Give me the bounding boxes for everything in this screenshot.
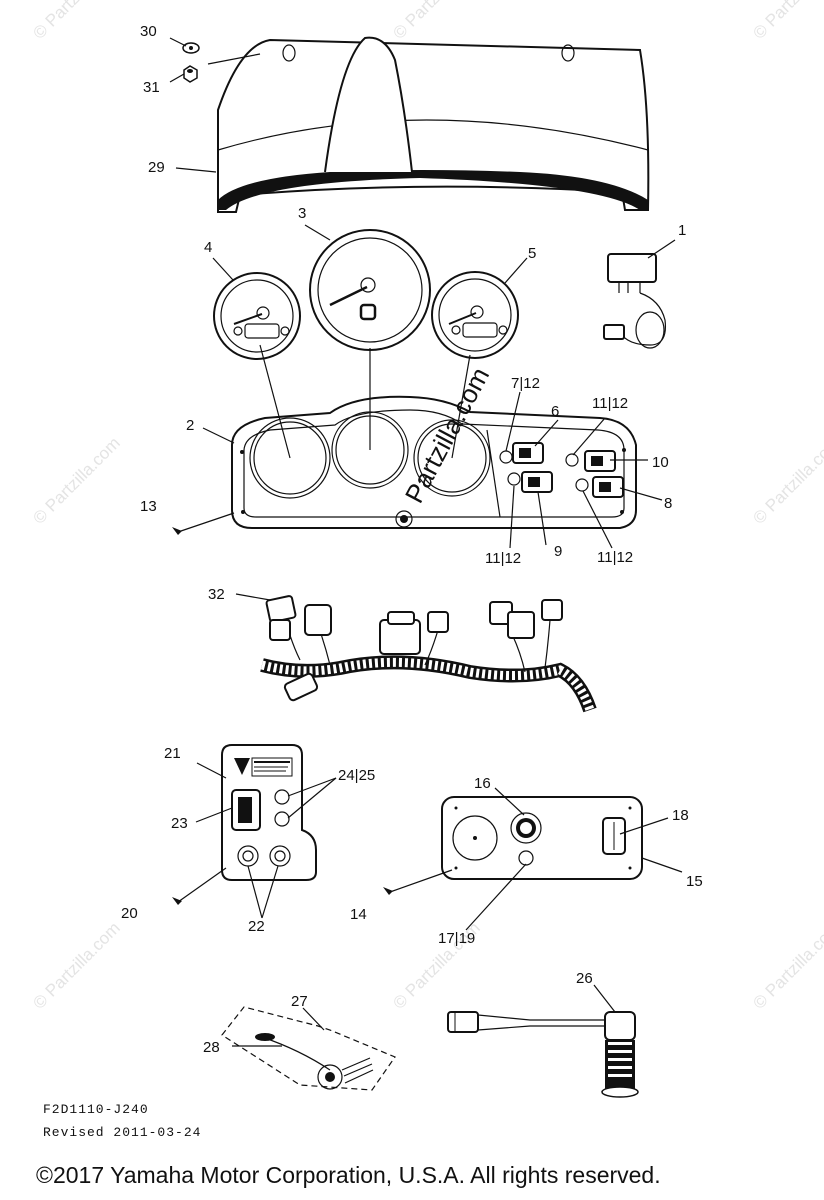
callout-14: 14 <box>350 906 367 923</box>
sensor-part-1 <box>603 253 667 349</box>
watermark: © Partzilla.com <box>389 0 483 43</box>
screw-part-14 <box>383 887 393 895</box>
callout-16: 16 <box>474 775 491 792</box>
washer-part-30 <box>182 42 200 54</box>
revision-date: Revised 2011-03-24 <box>43 1125 202 1140</box>
watermark: © Partzilla.com <box>29 0 123 43</box>
watermark: © Partzilla.com <box>29 433 123 527</box>
screw-part-20 <box>172 897 182 905</box>
callout-15: 15 <box>686 873 703 890</box>
callout-26: 26 <box>576 970 593 987</box>
callout-labels: 30 31 29 3 4 5 1 2 13 7|12 6 11|12 10 8 … <box>121 23 703 1056</box>
callout-32: 32 <box>208 586 225 603</box>
callout-11-12: 11|12 <box>592 395 628 412</box>
callout-2: 2 <box>186 417 194 434</box>
callout-21: 21 <box>164 745 181 762</box>
callout-6: 6 <box>551 403 559 420</box>
diagram-code: F2D1110-J240 <box>43 1102 149 1117</box>
watermark: © Partzilla.com <box>749 918 824 1012</box>
callout-1: 1 <box>678 222 686 239</box>
callout-5: 5 <box>528 245 536 262</box>
callout-28: 28 <box>203 1039 220 1056</box>
callout-29: 29 <box>148 159 165 176</box>
callout-7-12: 7|12 <box>511 375 540 392</box>
callout-8: 8 <box>664 495 672 512</box>
callout-22: 22 <box>248 918 265 935</box>
callout-20: 20 <box>121 905 138 922</box>
callout-9: 9 <box>554 543 562 560</box>
callout-30: 30 <box>140 23 157 40</box>
watermark: © Partzilla.com <box>749 433 824 527</box>
callout-11-12: 11|12 <box>597 549 633 566</box>
connector-part-26 <box>447 1011 639 1098</box>
callout-18: 18 <box>672 807 689 824</box>
gauge-part-4 <box>213 272 301 360</box>
callout-3: 3 <box>298 205 306 222</box>
console-cover-part-29 <box>217 36 650 213</box>
callout-10: 10 <box>652 454 669 471</box>
gauge-part-3 <box>309 229 431 351</box>
watermark: © Partzilla.com <box>29 918 123 1012</box>
wire-harness-part-32 <box>260 595 597 713</box>
switch-panel-part-21 <box>221 744 317 881</box>
callout-13: 13 <box>140 498 157 515</box>
watermark: © Partzilla.com <box>749 0 824 43</box>
callout-11-12: 11|12 <box>485 550 521 567</box>
gauge-part-5 <box>431 271 519 359</box>
callout-24-25: 24|25 <box>338 767 375 784</box>
screw-part-13 <box>172 527 182 535</box>
callout-4: 4 <box>204 239 212 256</box>
wiring-kit-part-27 <box>221 1006 396 1091</box>
copyright-notice: ©2017 Yamaha Motor Corporation, U.S.A. A… <box>36 1162 661 1188</box>
callout-17-19: 17|19 <box>438 930 475 947</box>
dash-panel-part-2 <box>231 395 637 529</box>
callout-27: 27 <box>291 993 308 1010</box>
callout-23: 23 <box>171 815 188 832</box>
callout-31: 31 <box>143 79 160 96</box>
accessory-panel-part-15 <box>441 796 643 880</box>
nut-part-31 <box>183 65 198 83</box>
leader-lines <box>169 37 683 1047</box>
